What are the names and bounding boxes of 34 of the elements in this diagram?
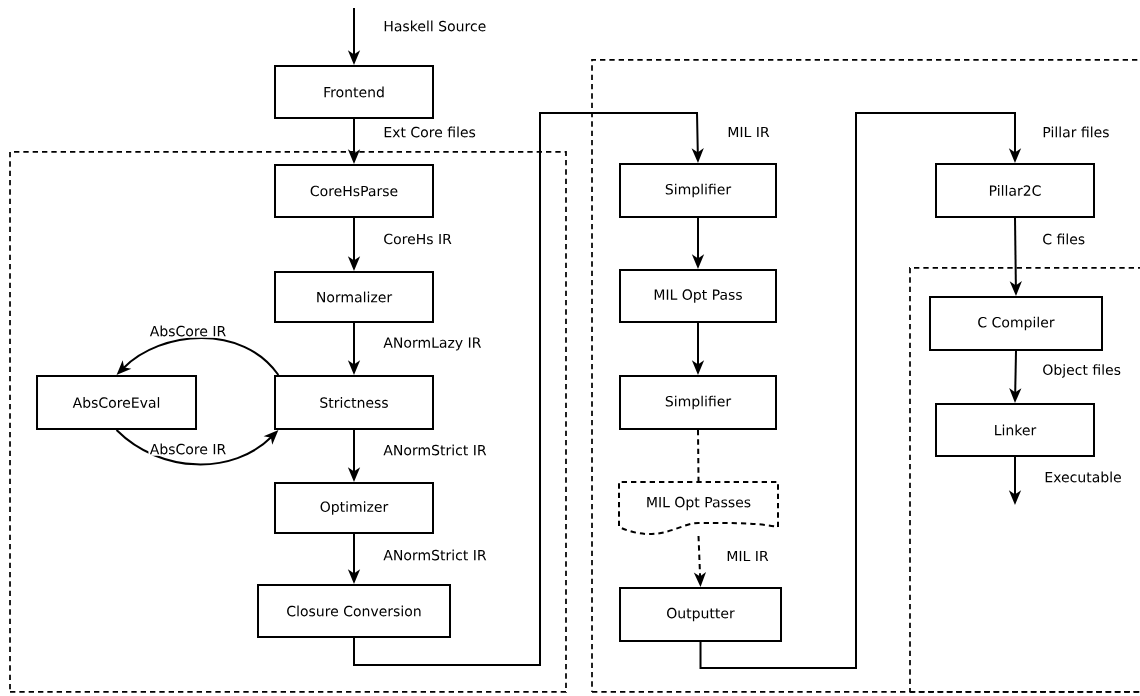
arrow [353,112,704,666]
arrow [699,112,1022,669]
process-box: C Compiler [929,296,1103,351]
edge-label: CoreHs IR [382,232,454,246]
edge-label: MIL IR [725,549,770,563]
process-box: CoreHsParse [274,164,434,218]
dashed-region [9,151,567,693]
process-box: Simplifier [619,375,777,430]
process-box: Outputter [619,587,782,642]
process-box: MIL Opt Pass [619,269,777,323]
document-shape: MIL Opt Passes [618,481,779,535]
edge-label: Haskell Source [382,19,488,33]
edge-label: Object files [1041,362,1123,380]
edge-label: Ext Core files [382,125,478,139]
dashed-region [909,267,1140,693]
dashed-region [591,59,1140,693]
process-box: AbsCoreEval [36,375,197,430]
process-box: Strictness [274,375,434,430]
process-box: Closure Conversion [257,584,451,638]
edge-label: MIL IR [726,125,771,139]
edge-label: Pillar files [1041,125,1111,139]
process-box: Frontend [274,65,434,119]
process-box: Pillar2C [935,163,1095,218]
edge-label: ANormLazy IR [382,336,483,352]
process-box: Optimizer [274,482,434,534]
process-box: Normalizer [274,271,434,323]
edge-label: C files [1041,232,1087,246]
edge-label: Executable [1043,470,1123,484]
process-box: Linker [935,403,1095,457]
process-box: Simplifier [619,163,777,218]
edge-label: ANormStrict IR [382,548,488,562]
edge-label: ANormStrict IR [382,443,488,457]
edge-label: AbsCore IR [148,442,228,456]
edge-label: AbsCore IR [148,324,228,338]
